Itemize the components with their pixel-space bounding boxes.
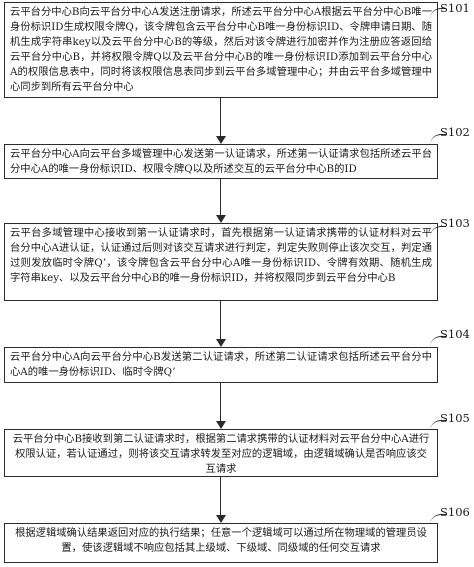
step-label-s106: S106 xyxy=(440,505,470,519)
label-leader-s104 xyxy=(430,336,446,347)
flow-arrow-shaft-2 xyxy=(220,179,221,217)
step-label-s103: S103 xyxy=(440,216,470,230)
flow-arrow-head-2 xyxy=(216,215,226,223)
step-label-s102: S102 xyxy=(440,125,470,139)
flow-arrow-shaft-5 xyxy=(220,477,221,517)
step-box-s102: 云平台分中心A向云平台多域管理中心发送第一认证请求，所述第一认证请求包括所述云平… xyxy=(4,144,438,179)
step-box-s101: 云平台分中心B向云平台分中心A发送注册请求，所述云平台分中心A根据云平台分中心B… xyxy=(4,2,438,98)
flow-arrow-shaft-4 xyxy=(220,383,221,423)
step-text-s106: 根据逻辑域确认结果返回对应的执行结果；任意一个逻辑域可以通过所在物理域的管理员设… xyxy=(15,527,427,554)
flow-arrow-head-1 xyxy=(216,136,226,144)
step-box-s103: 云平台多域管理中心接收到第一认证请求时，首先根据第一认证请求携带的认证材料对云平… xyxy=(4,223,438,301)
flow-arrow-head-3 xyxy=(216,339,226,347)
step-label-s105: S105 xyxy=(440,411,470,425)
step-box-s104: 云平台分中心A向云平台分中心B发送第二认证请求，所述第二认证请求包括所述云平台分… xyxy=(4,347,438,383)
step-box-s105: 云平台分中心B接收到第二认证请求时，根据第二请求携带的认证材料对云平台分中心A进… xyxy=(4,429,438,477)
label-leader-s102 xyxy=(430,134,446,145)
label-leader-s106 xyxy=(430,514,446,525)
flow-arrow-shaft-1 xyxy=(220,98,221,138)
flow-arrow-shaft-3 xyxy=(220,301,221,341)
step-text-s103: 云平台多域管理中心接收到第一认证请求时，首先根据第一认证请求携带的认证材料对云平… xyxy=(10,227,432,284)
step-box-s106: 根据逻辑域确认结果返回对应的执行结果；任意一个逻辑域可以通过所在物理域的管理员设… xyxy=(4,523,438,563)
step-text-s104: 云平台分中心A向云平台分中心B发送第二认证请求，所述第二认证请求包括所述云平台分… xyxy=(10,351,432,378)
label-leader-s101 xyxy=(430,8,446,19)
step-label-s104: S104 xyxy=(440,327,470,341)
step-text-s105: 云平台分中心B接收到第二认证请求时，根据第二请求携带的认证材料对云平台分中心A进… xyxy=(12,433,430,475)
label-leader-s103 xyxy=(430,226,446,237)
step-text-s102: 云平台分中心A向云平台多域管理中心发送第一认证请求，所述第一认证请求包括所述云平… xyxy=(10,148,432,175)
step-label-s101: S101 xyxy=(440,1,470,15)
step-text-s101: 云平台分中心B向云平台分中心A发送注册请求，所述云平台分中心A根据云平台分中心B… xyxy=(10,6,432,93)
flow-arrow-head-4 xyxy=(216,421,226,429)
flow-arrow-head-5 xyxy=(216,515,226,523)
label-leader-s105 xyxy=(430,420,446,431)
